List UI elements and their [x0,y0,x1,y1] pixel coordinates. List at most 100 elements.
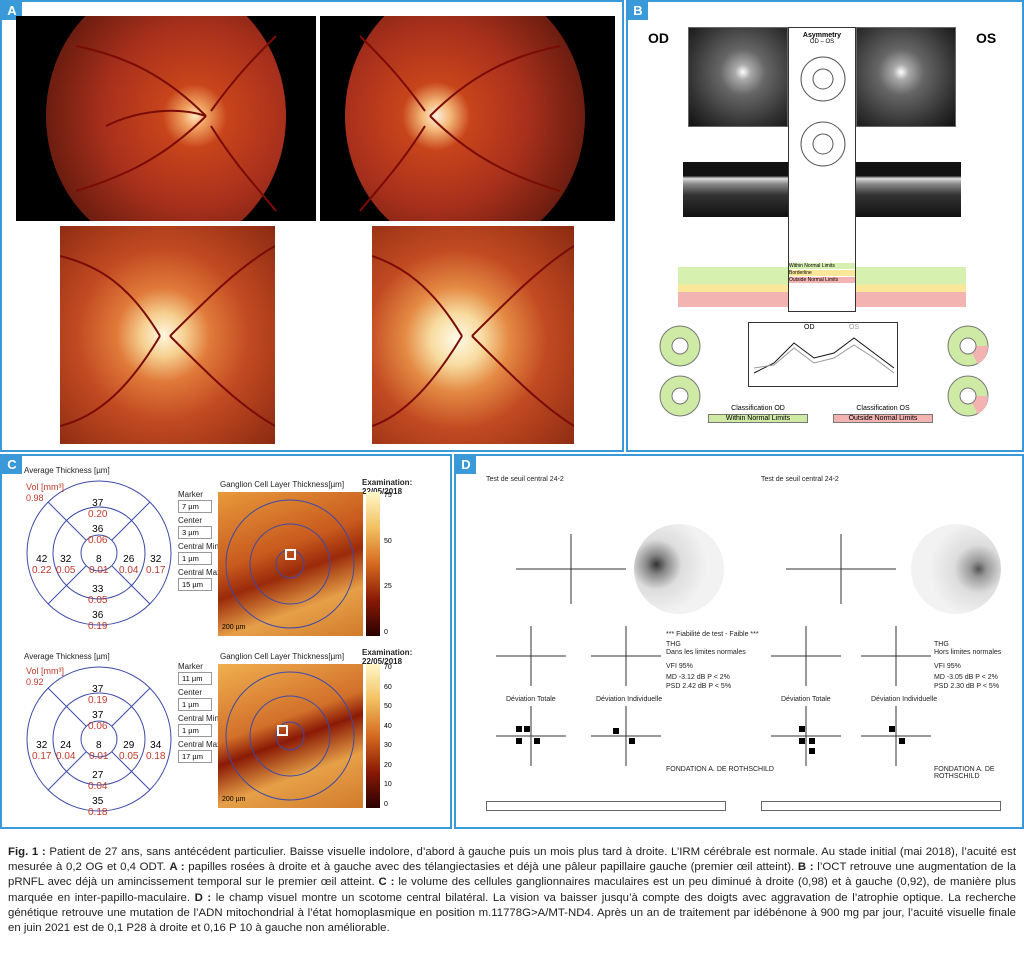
caption-text-3: l’OCT retrouve une augmentation de la pR… [8,861,1016,889]
classification-od: Classification OD Within Normal Limits [708,405,808,423]
gcl-title-top: Ganglion Cell Layer Thickness[µm] [220,480,345,489]
cmax-label-bottom: Central Max [178,740,222,749]
vf-left-fondation: FONDATION A. DE ROTHSCHILD [666,766,774,773]
caption-bold-c: C : [378,876,395,889]
vf-right-pattern-indiv [861,706,931,766]
vf-right-dev-indiv: Déviation Individuelle [871,696,938,703]
vf-right-pattern-total [771,706,841,766]
asymmetry-box: Asymmetry OD – OS [788,27,856,312]
vf-left-pattern-indiv [591,706,661,766]
cmax-value-bottom: 17 µm [178,750,212,763]
classification-os-value: Outside Normal Limits [833,414,933,423]
vf-right-threshold [786,534,896,604]
center-label-top: Center [178,516,203,525]
marker-label-top: Marker [178,490,203,499]
vf-left-dev-total: Déviation Totale [506,696,556,703]
rnfl-profile-os [856,257,966,307]
avg-thickness-bottom: Average Thickness [µm] [24,652,110,661]
vol-label-top: Vol [mm³] [26,482,65,492]
cmax-value-top: 15 µm [178,578,212,591]
combined-plot: OD OS [748,322,898,387]
vf-right-vfi: VFI 95% [934,663,961,670]
marker-value-top: 7 µm [178,500,212,513]
gcl-map-top [218,492,363,636]
vf-right-dev-total: Déviation Totale [781,696,831,703]
cmin-value-bottom: 1 µm [178,724,212,737]
cmin-label-top: Central Min [178,542,219,551]
scale-label-top: 200 µm [222,624,246,631]
legend-outside: Outside Normal Limits [789,277,855,283]
panel-d-label: D [456,456,476,474]
sector-circles-os [947,325,989,417]
exam-date-top: Examination: 22/05/2018 [362,478,413,496]
classification-od-value: Within Normal Limits [708,414,808,423]
vf-left-vfi: VFI 95% [666,663,693,670]
caption-text-2: papilles rosées à droite et à gauche ave… [184,861,798,874]
caption-bold-a: A : [169,861,185,874]
figure-caption: Fig. 1 : Patient de 27 ans, sans antécéd… [8,845,1016,936]
panel-d: D Test de seuil central 24-2 Test de seu… [454,454,1024,829]
plot-os-label: OS [849,324,860,331]
panel-b-label: B [628,2,648,20]
vf-left-dev-indiv: Déviation Individuelle [596,696,663,703]
panel-c-label: C [2,456,22,474]
vol-value-top: 0.98 [26,493,44,503]
caption-text-4: le volume des cellules ganglionnaires ma… [8,876,1017,904]
gcl-title-bottom: Ganglion Cell Layer Thickness[µm] [220,652,345,661]
rnfl-profile-od [678,257,788,307]
legend-box: Within Normal Limits Borderline Outside … [788,262,856,284]
fundus-photo-os [320,16,615,221]
caption-bold-d: D : [194,891,212,904]
classification-os-title: Classification OS [856,405,910,412]
vf-left-result2: Dans les limites normales [666,649,746,656]
fundus-zoom-od [59,226,276,444]
panel-c: C Average Thickness [µm] Vol [mm³] 0.98 … [0,454,452,829]
vf-left-title: Test de seuil central 24-2 [486,476,564,483]
vf-right-greyscale [911,524,1001,614]
od-label: OD [648,30,669,46]
asymmetry-title: Asymmetry [802,32,842,39]
caption-bold-fig: Fig. 1 : [8,846,46,858]
panel-a-label: A [2,2,22,20]
vf-right-title: Test de seuil central 24-2 [761,476,839,483]
vf-right-result2: Hors limites normales [934,649,1002,656]
marker-value-bottom: 11 µm [178,672,212,685]
exam-date-bottom: Examination: 22/05/2018 [362,648,413,666]
etdrs-grid-bottom [26,666,172,812]
vf-right-pd-values [861,626,931,686]
bscan-os [856,162,961,217]
legend-normal: Within Normal Limits [789,263,855,269]
plot-od-label: OD [804,324,815,331]
fundus-zoom-os [371,226,575,444]
panel-a: A [0,0,624,452]
caption-text-5: le champ visuel montre un scotome centra… [8,891,1016,935]
vf-right-fondation: FONDATION A. DE ROTHSCHILD [934,766,995,780]
asymmetry-sub: OD – OS [809,39,835,45]
scan-od [688,27,788,127]
color-scale-top [366,492,380,636]
vol-value-bottom: 0.92 [26,677,44,687]
classification-od-title: Classification OD [731,405,785,412]
legend-borderline: Borderline [789,270,855,276]
vol-label-bottom: Vol [mm³] [26,666,65,676]
vf-left-pd-values [591,626,661,686]
vf-left-greyscale [634,524,724,614]
caption-text-1: Patient de 27 ans, sans antécédent parti… [8,846,1016,874]
vf-left-result: THG [666,641,681,648]
scale-label-bottom: 200 µm [222,796,246,803]
classification-os: Classification OS Outside Normal Limits [833,405,933,423]
vf-left-td-values [496,626,566,686]
gcl-map-bottom [218,664,363,808]
